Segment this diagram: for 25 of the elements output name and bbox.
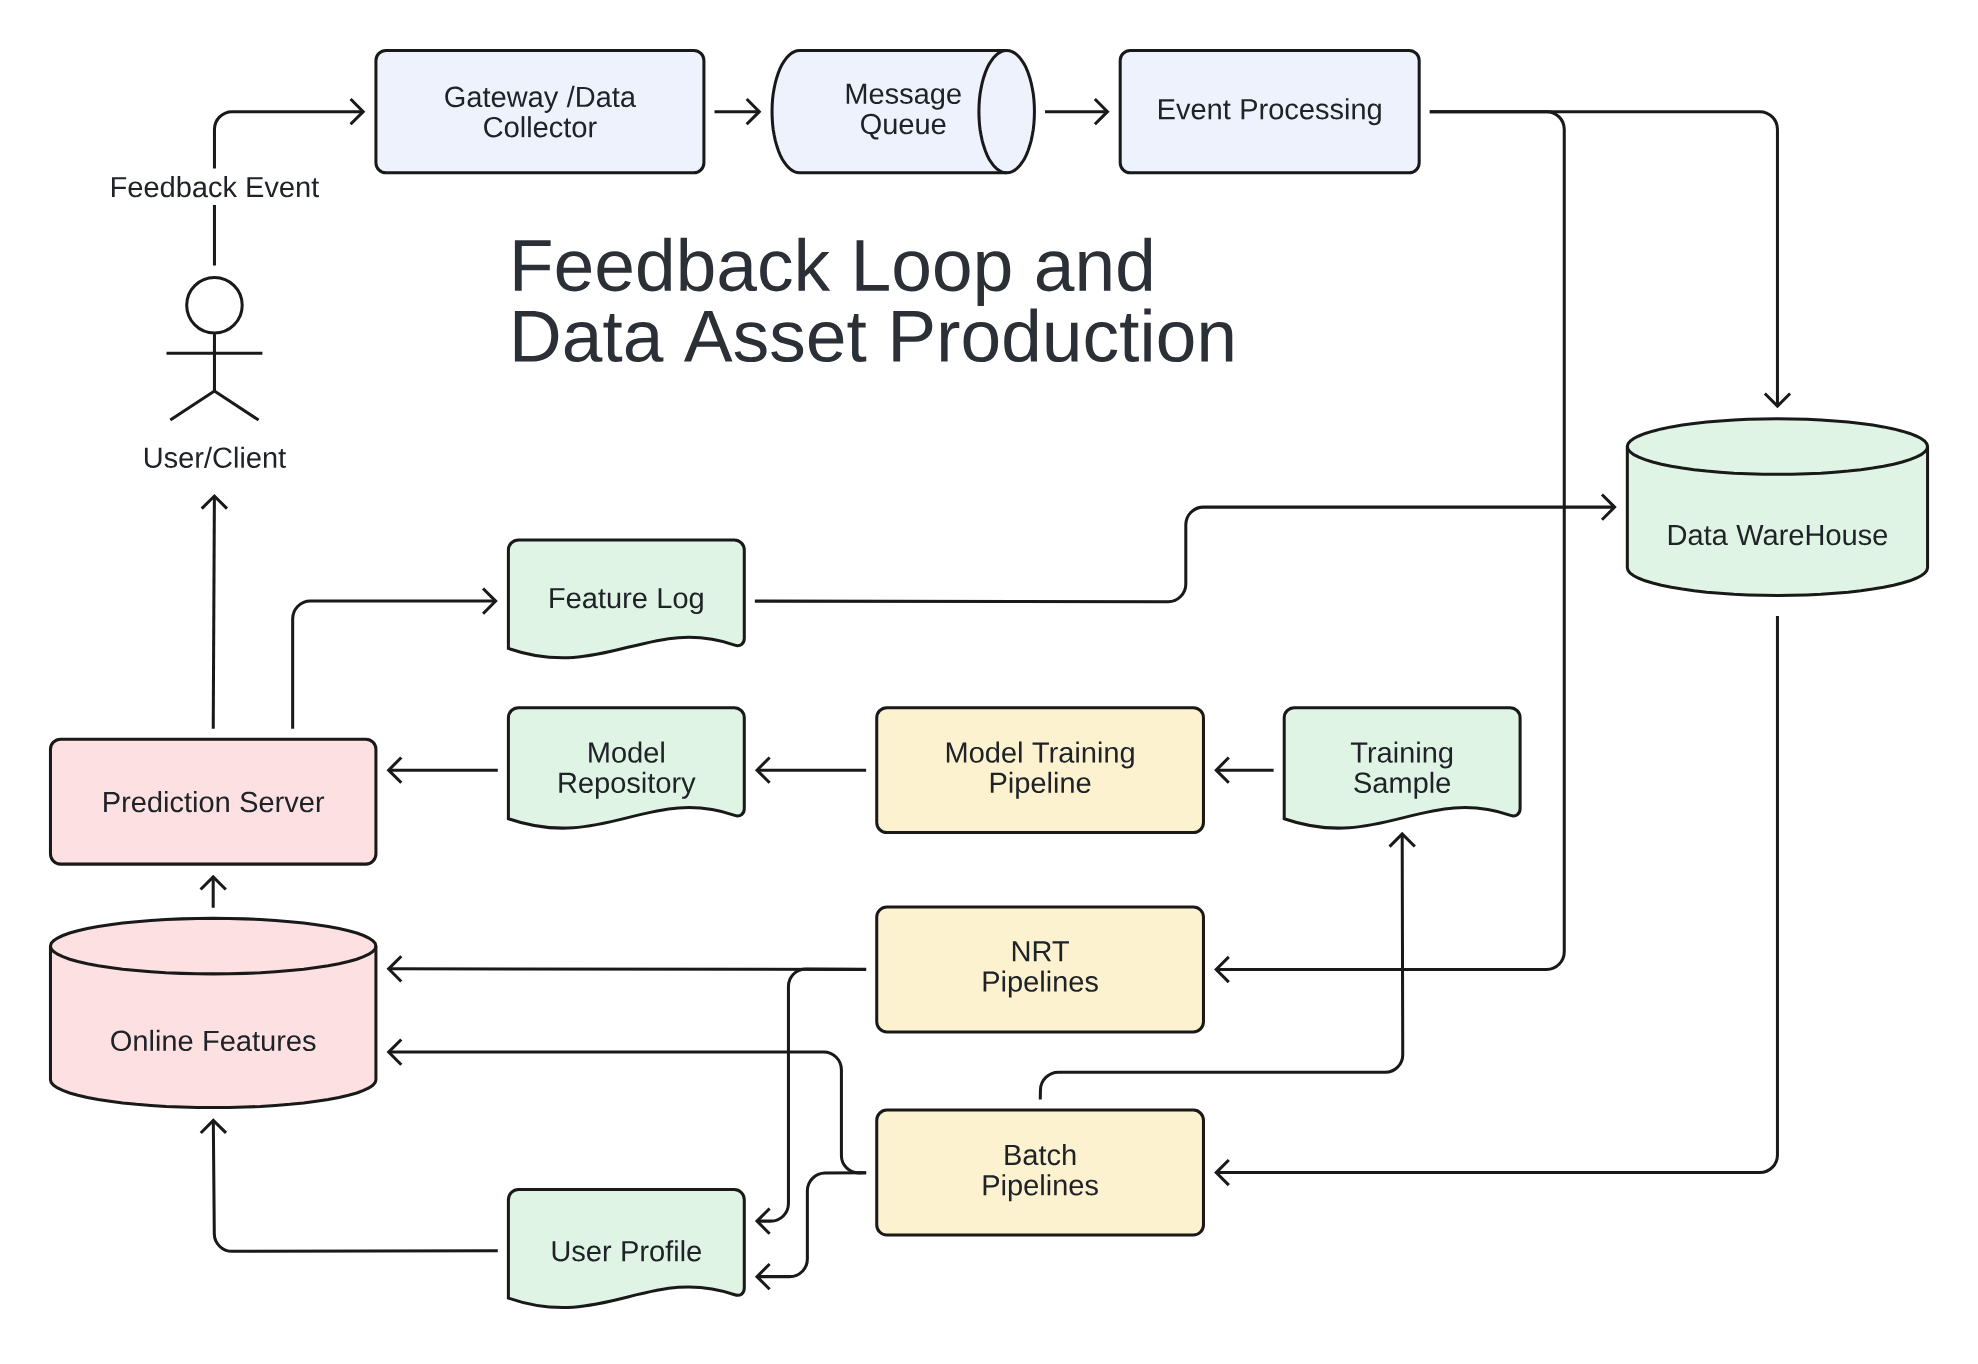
arrow [1214,616,1779,1187]
edge-label: Feedback Event [102,168,327,206]
arrow [1214,110,1566,984]
database-cylinder: Data WareHouse [1625,417,1930,598]
arrow [754,756,867,784]
process-box: Batch Pipelines [875,1108,1205,1237]
arrow [386,756,498,784]
arrow [1214,756,1274,784]
person-figure: User/Client [144,276,286,469]
process-box: Model Training Pipeline [875,706,1205,835]
arrow [212,98,366,266]
database-cylinder: Online Features [48,917,378,1110]
arrow [200,494,229,729]
arrow [754,967,867,1235]
arrow [754,493,1617,604]
arrow [1045,98,1110,126]
process-box: Prediction Server [48,737,378,866]
title: Feedback Loop and Data Asset Production [514,237,1233,363]
process-box: Event Processing [1118,49,1421,175]
arrow [754,1171,867,1291]
process-box: NRT Pipelines [875,905,1205,1034]
arrow [291,587,498,729]
queue-cylinder: Message Queue [770,49,1036,175]
arrow [199,1118,498,1254]
process-box: Gateway /Data Collector [374,49,706,175]
